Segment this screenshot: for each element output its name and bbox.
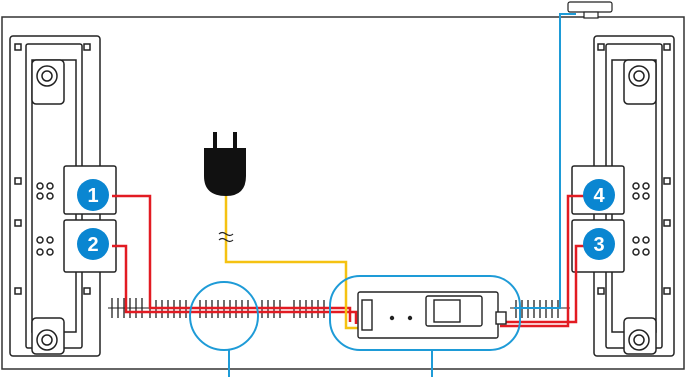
badge-1: 1	[77, 179, 109, 211]
sensor-icon	[567, 1, 613, 19]
badge-3: 3	[583, 228, 615, 260]
badge-2-label: 2	[87, 234, 98, 256]
break-mark-icon	[218, 231, 234, 243]
badge-4-label: 4	[593, 185, 605, 207]
blue-wire	[514, 13, 576, 309]
callout-supply-ellipse	[329, 275, 521, 351]
red-wires	[112, 194, 588, 328]
callout-markers	[189, 275, 521, 377]
power-supply-icon	[357, 291, 507, 339]
callout-clip-ellipse	[189, 281, 259, 351]
badge-1-label: 1	[87, 185, 98, 207]
left-mount	[9, 35, 117, 357]
badge-2: 2	[77, 228, 109, 260]
badge-4: 4	[583, 179, 615, 211]
badge-3-label: 3	[593, 234, 604, 256]
power-plug-icon	[204, 132, 246, 196]
